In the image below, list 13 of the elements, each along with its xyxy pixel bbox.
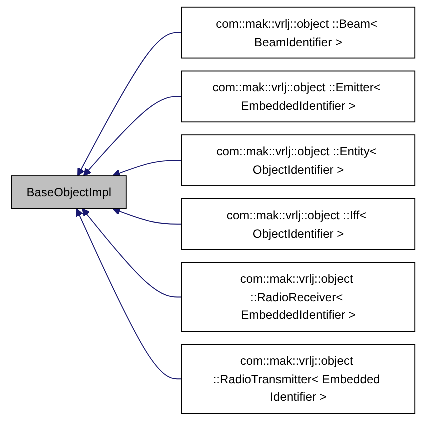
arrow (83, 96, 182, 176)
arrow (78, 32, 182, 176)
node-box: com::mak::vrlj::object ::Entity< ObjectIdentifier > (181, 134, 416, 186)
arrow (82, 208, 182, 298)
arrow (112, 208, 182, 225)
arrow (112, 160, 182, 178)
node-box: com::mak::vrlj::object ::Emitter< EmbeddedIdentifier > (181, 70, 416, 123)
node-box: BaseObjectImpl (11, 176, 127, 210)
node-box: com::mak::vrlj::object ::RadioTransmitter< Embedded Identifier > (181, 344, 416, 414)
node-box: com::mak::vrlj::object ::Iff< ObjectIdentifier > (181, 198, 416, 250)
arrow (76, 208, 182, 380)
node-box: com::mak::vrlj::object ::Beam< BeamIdentifier > (181, 6, 416, 59)
node-box: com::mak::vrlj::object ::RadioReceiver< EmbeddedIdentifier > (181, 262, 416, 332)
